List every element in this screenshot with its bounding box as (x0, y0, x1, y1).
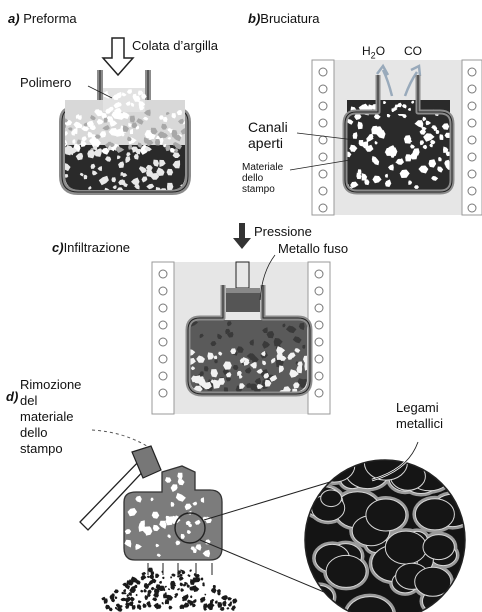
water-vapor-label: H2O (362, 44, 385, 63)
polymer-label: Polimero (20, 75, 71, 90)
pressure-label: Pressione (254, 224, 312, 239)
panel-preform (60, 38, 190, 196)
panel-b-title-text: Bruciatura (260, 11, 319, 26)
panel-c-letter: c) (52, 240, 64, 255)
clay-pour-label: Colata d’argilla (132, 38, 218, 53)
panel-c-title-text: Infiltrazione (64, 240, 130, 255)
panel-d-title: Rimozione del materiale dello stampo (20, 377, 78, 457)
panel-a-title: a) Preforma (8, 11, 77, 26)
pressure-arrow-icon (233, 223, 251, 249)
down-arrow-icon (103, 38, 133, 75)
panel-a-letter: a) (8, 11, 20, 26)
panel-removal (80, 430, 476, 612)
molten-metal-label: Metallo fuso (278, 241, 348, 256)
carbon-monoxide-label: CO (404, 44, 422, 59)
panel-b-title: b)Bruciatura (248, 11, 320, 26)
panel-burnout (290, 60, 482, 215)
panel-c-title: c)Infiltrazione (52, 240, 130, 255)
mould-material-label: Materiale dello stampo (242, 162, 294, 195)
panel-d-letter: d) (6, 389, 18, 404)
metallic-bonds-label: Legami metallici (396, 400, 456, 432)
panel-a-title-text: Preforma (23, 11, 76, 26)
metal-foam-microstructure-icon (301, 443, 476, 612)
open-channels-label: Canali aperti (248, 119, 302, 151)
panel-b-letter: b) (248, 11, 260, 26)
